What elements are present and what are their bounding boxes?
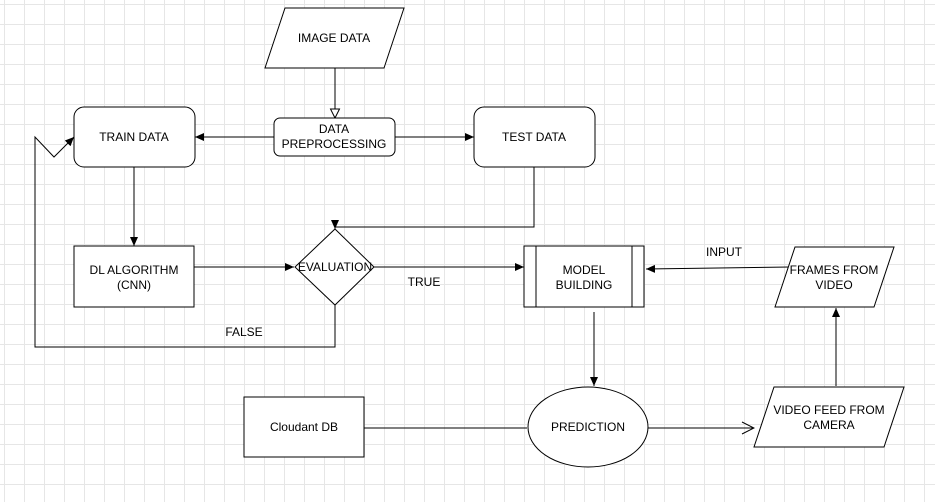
prediction-label: PREDICTION: [551, 420, 625, 434]
node-data-preprocessing[interactable]: DATA PREPROCESSING: [273, 117, 396, 157]
input-label: INPUT: [706, 245, 743, 259]
frames-from-video-label-line1: FRAMES FROM: [790, 263, 879, 277]
model-building-label-line1: MODEL: [563, 263, 606, 277]
true-label: TRUE: [408, 275, 441, 289]
train-data-label: TRAIN DATA: [99, 130, 169, 144]
evaluation-shape: [294, 228, 375, 306]
train-data-shape: [73, 106, 196, 168]
video-feed-label-line1: VIDEO FEED FROM: [773, 403, 884, 417]
edge-test-to-evaluation: [331, 167, 535, 229]
node-model-building[interactable]: MODEL BUILDING: [523, 245, 645, 308]
evaluation-label: EVALUATION: [298, 260, 372, 274]
test-data-label: TEST DATA: [502, 130, 566, 144]
video-feed-label-line2: CAMERA: [803, 418, 854, 432]
model-building-label-line2: BUILDING: [556, 278, 613, 292]
node-train-data[interactable]: TRAIN DATA: [73, 106, 196, 168]
edge-evaluation-false-to-train: [34, 135, 336, 348]
dl-algorithm-label-line1: DL ALGORITHM: [90, 263, 179, 277]
video-feed-shape: [753, 386, 905, 448]
prediction-shape: [527, 386, 649, 468]
cloudant-db-label: Cloudant DB: [270, 420, 338, 434]
edge-frames-to-model: [645, 264, 791, 273]
node-evaluation[interactable]: EVALUATION: [294, 228, 375, 306]
image-data-label: IMAGE DATA: [298, 31, 370, 45]
test-data-shape: [473, 106, 596, 168]
data-preprocessing-label-line2: PREPROCESSING: [282, 137, 387, 151]
node-test-data[interactable]: TEST DATA: [473, 106, 596, 168]
dl-algorithm-shape: [73, 245, 195, 308]
node-dl-algorithm[interactable]: DL ALGORITHM (CNN): [73, 245, 195, 308]
dl-algorithm-label-line2: (CNN): [117, 278, 151, 292]
image-data-shape: [264, 7, 405, 69]
false-label: FALSE: [225, 325, 262, 339]
node-video-feed[interactable]: VIDEO FEED FROM CAMERA: [753, 386, 905, 448]
frames-from-video-label-line2: VIDEO: [815, 278, 852, 292]
node-prediction[interactable]: PREDICTION: [527, 386, 649, 468]
data-preprocessing-label-line1: DATA: [319, 122, 349, 136]
frames-from-video-shape: [774, 246, 895, 308]
model-building-shape: [523, 245, 645, 308]
node-image-data[interactable]: IMAGE DATA: [264, 7, 405, 69]
cloudant-db-shape: [243, 396, 365, 458]
node-cloudant-db[interactable]: Cloudant DB: [243, 396, 365, 458]
node-frames-from-video[interactable]: FRAMES FROM VIDEO: [774, 246, 895, 308]
data-preprocessing-shape: [273, 117, 396, 157]
